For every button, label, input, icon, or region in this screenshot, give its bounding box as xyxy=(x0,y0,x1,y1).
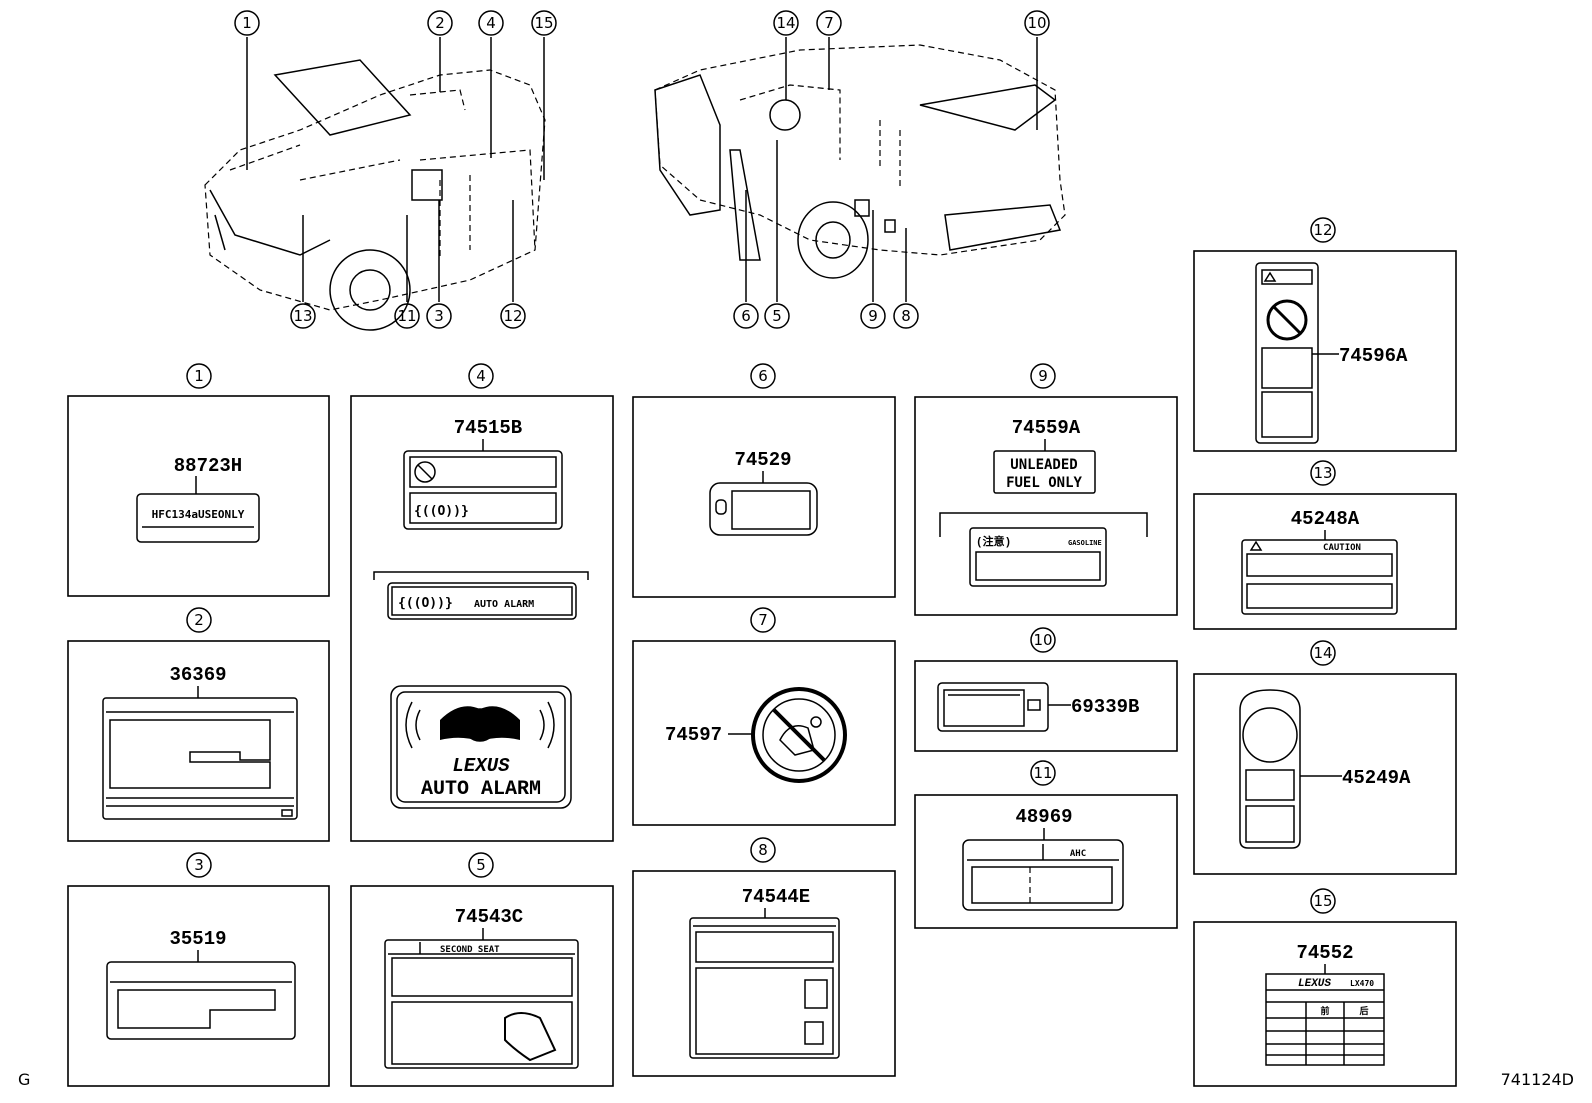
label-box-14: 14 45249A xyxy=(1193,640,1457,875)
svg-text:7: 7 xyxy=(758,611,768,629)
label-box-2: 2 36369 xyxy=(67,607,330,842)
svg-text:45249A: 45249A xyxy=(1342,767,1411,789)
svg-text:后: 后 xyxy=(1359,1005,1368,1017)
svg-text:GASOLINE: GASOLINE xyxy=(1068,539,1102,547)
svg-text:14: 14 xyxy=(1313,644,1332,662)
svg-text:10: 10 xyxy=(1033,631,1052,649)
svg-text:LEXUS: LEXUS xyxy=(452,755,510,777)
label-box-3: 3 35519 xyxy=(67,852,330,1087)
svg-text:AUTO ALARM: AUTO ALARM xyxy=(421,778,541,801)
svg-text:12: 12 xyxy=(503,307,522,325)
svg-text:15: 15 xyxy=(1313,892,1332,910)
label-box-10: 10 69339B xyxy=(914,627,1178,752)
svg-text:2: 2 xyxy=(194,611,204,629)
svg-text:74543C: 74543C xyxy=(455,906,523,928)
svg-text:12: 12 xyxy=(1313,221,1332,239)
svg-text:8: 8 xyxy=(901,307,911,325)
svg-text:8: 8 xyxy=(758,841,768,859)
svg-text:74597: 74597 xyxy=(665,724,722,746)
svg-text:11: 11 xyxy=(397,307,416,325)
svg-text:2: 2 xyxy=(435,14,445,32)
svg-text:6: 6 xyxy=(741,307,751,325)
svg-text:35519: 35519 xyxy=(169,928,226,950)
svg-text:69339B: 69339B xyxy=(1071,696,1139,718)
svg-text:74552: 74552 xyxy=(1296,942,1353,964)
label-box-5: 5 74543C SECOND SEAT xyxy=(350,852,614,1087)
svg-text:10: 10 xyxy=(1027,14,1046,32)
label-box-11: 11 48969 AHC xyxy=(914,760,1178,929)
car-front-illustration xyxy=(204,59,546,331)
svg-text:74515B: 74515B xyxy=(454,417,522,439)
svg-text:SECOND SEAT: SECOND SEAT xyxy=(440,945,500,955)
svg-text:HFC134aUSEONLY: HFC134aUSEONLY xyxy=(152,508,245,521)
svg-text:6: 6 xyxy=(758,367,768,385)
svg-text:FUEL ONLY: FUEL ONLY xyxy=(1006,475,1082,491)
svg-text:48969: 48969 xyxy=(1015,806,1072,828)
diagram-id: 741124D xyxy=(1500,1070,1574,1089)
label-box-8: 8 74544E xyxy=(632,837,896,1077)
label-box-13: 13 45248A CAUTION xyxy=(1193,460,1457,630)
svg-text:CAUTION: CAUTION xyxy=(1323,543,1361,553)
label-box-1: 1 88723H HFC134aUSEONLY xyxy=(67,363,330,597)
svg-text:AHC: AHC xyxy=(1070,849,1086,859)
svg-text:74529: 74529 xyxy=(734,449,791,471)
svg-text:LX470: LX470 xyxy=(1350,979,1374,988)
svg-text:36369: 36369 xyxy=(169,664,226,686)
label-box-7: 7 74597 xyxy=(632,607,896,826)
svg-text:13: 13 xyxy=(1313,464,1332,482)
label-box-4: 4 74515B {((O))} {((O))} AUTO ALARM LEXU… xyxy=(350,363,614,842)
svg-text:1: 1 xyxy=(194,367,204,385)
svg-text:UNLEADED: UNLEADED xyxy=(1010,457,1077,473)
svg-text:15: 15 xyxy=(534,14,553,32)
svg-text:11: 11 xyxy=(1033,764,1052,782)
svg-text:74596A: 74596A xyxy=(1339,345,1408,367)
svg-text:5: 5 xyxy=(476,856,486,874)
svg-text:{((O))}: {((O))} xyxy=(398,596,453,611)
svg-text:4: 4 xyxy=(486,14,496,32)
svg-text:{((O))}: {((O))} xyxy=(414,504,469,519)
svg-text:1: 1 xyxy=(242,14,252,32)
svg-text:前: 前 xyxy=(1320,1005,1329,1017)
svg-text:7: 7 xyxy=(824,14,834,32)
label-box-6: 6 74529 xyxy=(632,363,896,598)
svg-text:13: 13 xyxy=(293,307,312,325)
top-callouts: 1 2 4 15 13 11 3 12 14 7 10 6 5 xyxy=(234,10,1050,329)
svg-text:3: 3 xyxy=(434,307,444,325)
svg-text:LEXUS: LEXUS xyxy=(1298,978,1331,990)
svg-text:9: 9 xyxy=(868,307,878,325)
svg-text:45248A: 45248A xyxy=(1291,508,1360,530)
label-box-15: 15 74552 LEXUS LX470 前 后 xyxy=(1193,888,1457,1087)
car-rear-illustration xyxy=(654,44,1066,279)
svg-text:AUTO ALARM: AUTO ALARM xyxy=(474,599,534,610)
svg-text:74544E: 74544E xyxy=(742,886,810,908)
label-box-9: 9 74559A UNLEADED FUEL ONLY (注意) GASOLIN… xyxy=(914,363,1178,616)
svg-text:74559A: 74559A xyxy=(1012,417,1081,439)
svg-text:14: 14 xyxy=(776,14,795,32)
svg-text:5: 5 xyxy=(772,307,782,325)
part-number: 88723H xyxy=(174,455,242,477)
svg-text:3: 3 xyxy=(194,856,204,874)
corner-mark-left: G xyxy=(18,1070,31,1089)
svg-text:9: 9 xyxy=(1038,367,1048,385)
svg-text:(注意): (注意) xyxy=(976,534,1011,549)
label-box-12: 12 74596A xyxy=(1193,217,1457,452)
svg-text:4: 4 xyxy=(476,367,486,385)
